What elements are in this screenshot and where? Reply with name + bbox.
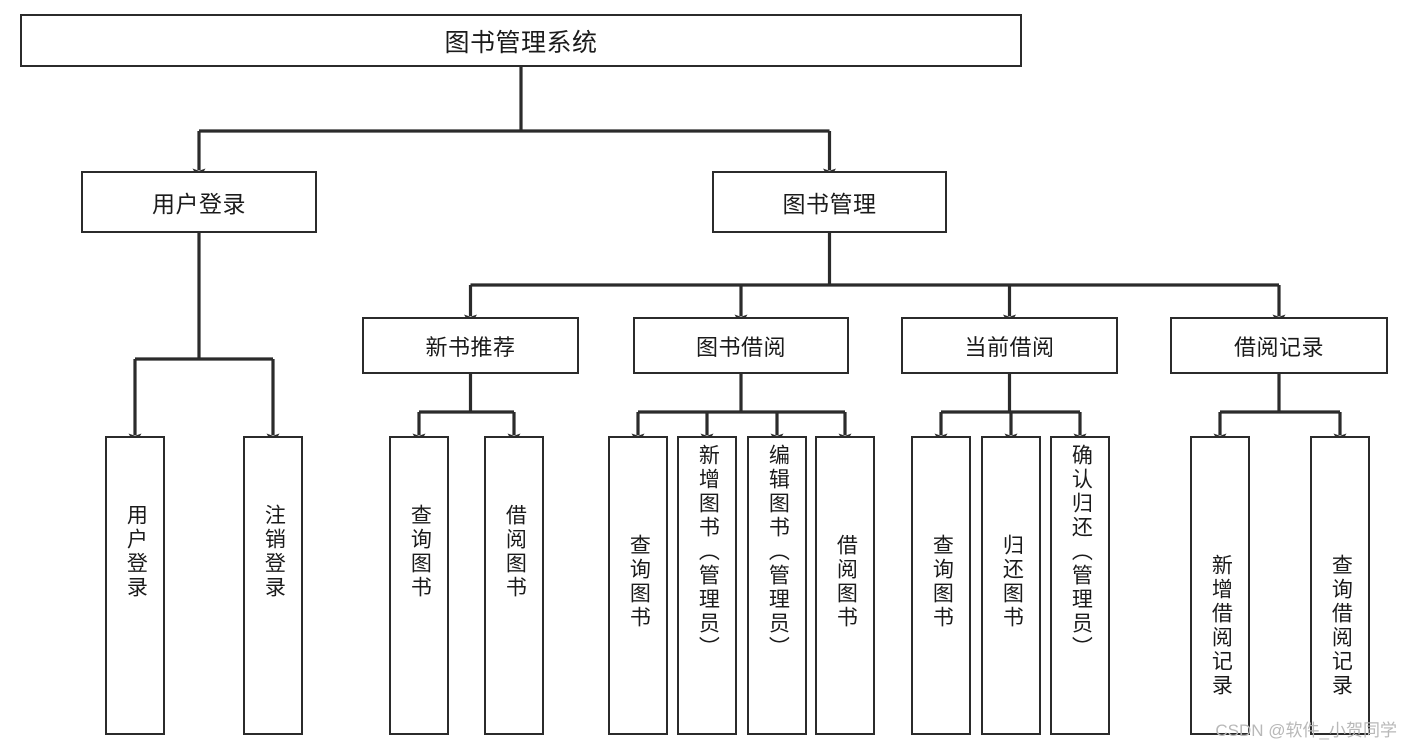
node-label: 查询图书 (627, 534, 651, 630)
node-leaf-edit-book-admin[interactable]: 编辑图书（管理员） (747, 436, 807, 735)
node-root[interactable]: 图书管理系统 (20, 14, 1022, 67)
node-label: 当前借阅 (964, 334, 1055, 360)
node-leaf-user-login[interactable]: 用户登录 (105, 436, 165, 735)
node-leaf-query-book-2[interactable]: 查询图书 (608, 436, 668, 735)
node-label: 借阅记录 (1233, 334, 1324, 360)
node-label: 新增图书（管理员） (696, 444, 720, 660)
node-leaf-user-logout[interactable]: 注销登录 (243, 436, 303, 735)
watermark-text: CSDN @软件_小贺同学 (1215, 721, 1397, 740)
node-leaf-return-book[interactable]: 归还图书 (981, 436, 1041, 735)
node-label: 用户登录 (124, 504, 148, 600)
node-label: 查询图书 (930, 534, 954, 630)
node-leaf-query-book-1[interactable]: 查询图书 (389, 436, 449, 735)
node-leaf-borrow-book-2[interactable]: 借阅图书 (815, 436, 875, 735)
node-leaf-query-book-3[interactable]: 查询图书 (911, 436, 971, 735)
node-user-login[interactable]: 用户登录 (81, 171, 317, 233)
node-label: 归还图书 (1000, 534, 1024, 630)
node-leaf-confirm-return-admin[interactable]: 确认归还（管理员） (1050, 436, 1110, 735)
node-label: 查询图书 (408, 504, 432, 600)
node-book-manage[interactable]: 图书管理 (712, 171, 947, 233)
node-current-borrow[interactable]: 当前借阅 (901, 317, 1118, 374)
node-label: 新书推荐 (425, 334, 516, 360)
node-label: 图书管理系统 (444, 28, 598, 57)
node-label: 借阅图书 (503, 504, 527, 600)
node-label: 注销登录 (262, 504, 286, 600)
node-leaf-borrow-book-1[interactable]: 借阅图书 (484, 436, 544, 735)
node-book-borrow[interactable]: 图书借阅 (633, 317, 849, 374)
node-label: 新增借阅记录 (1209, 554, 1233, 698)
node-label: 图书管理 (782, 191, 877, 217)
node-new-book-recommend[interactable]: 新书推荐 (362, 317, 579, 374)
node-leaf-add-borrow-record[interactable]: 新增借阅记录 (1190, 436, 1250, 735)
node-label: 确认归还（管理员） (1069, 444, 1093, 660)
node-label: 借阅图书 (834, 534, 858, 630)
node-leaf-add-book-admin[interactable]: 新增图书（管理员） (677, 436, 737, 735)
node-label: 用户登录 (152, 191, 246, 217)
node-label: 编辑图书（管理员） (766, 444, 790, 660)
node-label: 查询借阅记录 (1329, 554, 1353, 698)
node-borrow-record[interactable]: 借阅记录 (1170, 317, 1388, 374)
node-leaf-query-borrow-record[interactable]: 查询借阅记录 (1310, 436, 1370, 735)
node-label: 图书借阅 (695, 334, 786, 360)
